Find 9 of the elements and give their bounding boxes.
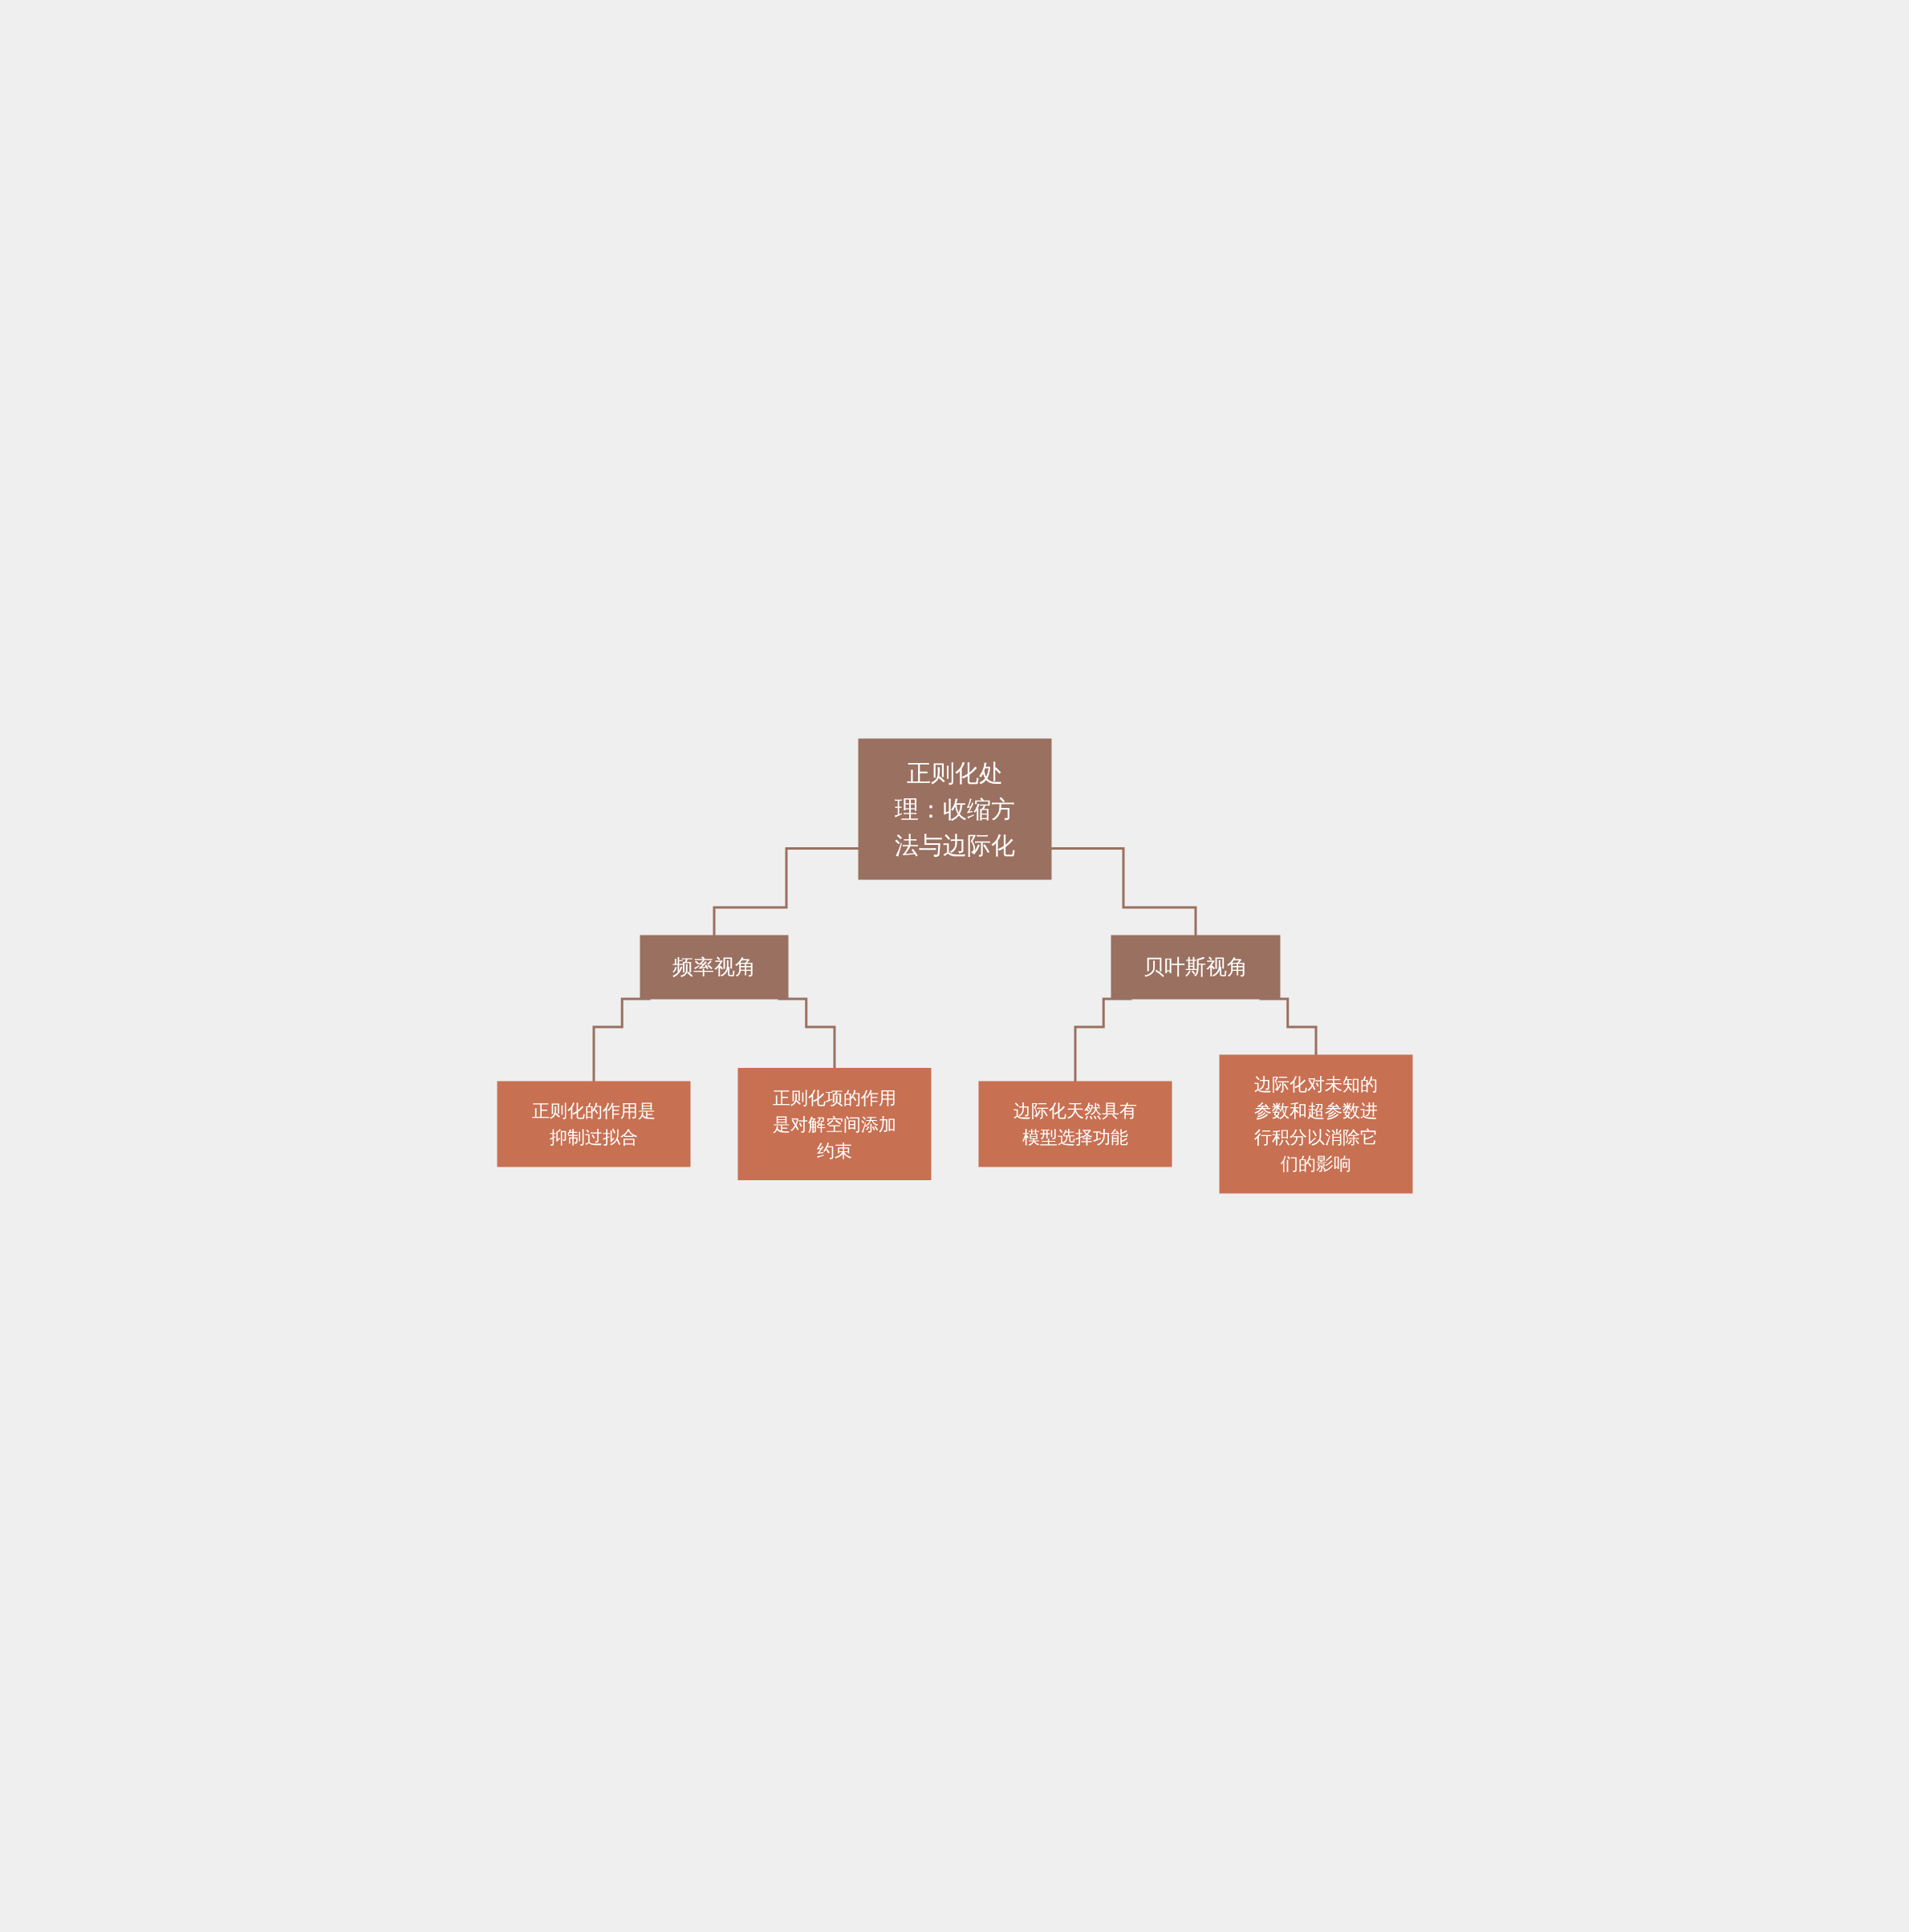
node-box: 贝叶斯视角 (1111, 935, 1280, 1000)
connector (1050, 847, 1196, 937)
node-box: 正则化处理：收缩方法与边际化 (858, 738, 1051, 880)
node-box: 正则化项的作用是对解空间添加约束 (737, 1068, 931, 1180)
connector (713, 847, 859, 937)
node-box: 频率视角 (640, 935, 788, 1000)
node-box: 正则化的作用是抑制过拟合 (497, 1081, 690, 1167)
node-box: 边际化天然具有模型选择功能 (978, 1081, 1172, 1167)
node-box: 边际化对未知的参数和超参数进行积分以消除它们的影响 (1219, 1054, 1412, 1194)
